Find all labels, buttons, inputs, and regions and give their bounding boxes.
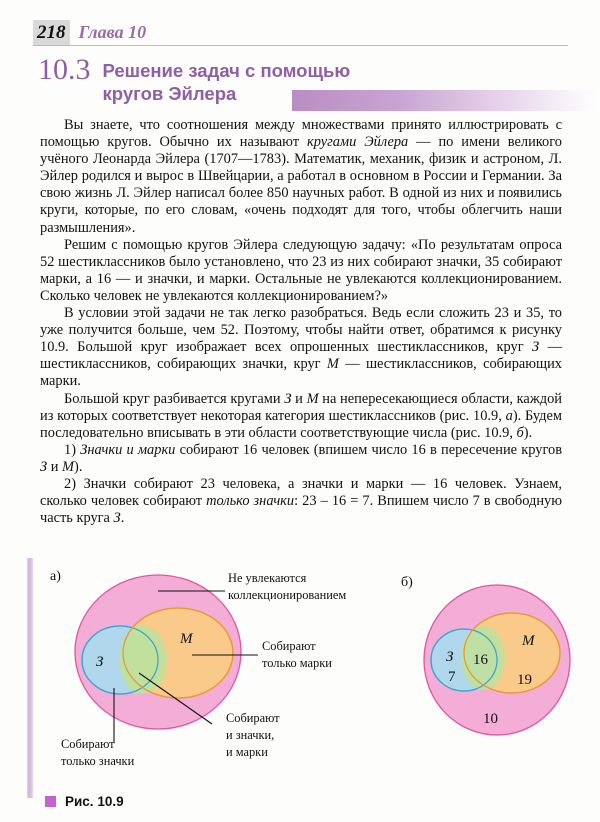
set-z-label-b: З [446,649,454,665]
list-item-1-part2: собирают 16 человек (впишем число 16 в п… [175,441,562,458]
list-item-1: 1) Значки и марки собирают 16 человек (в… [40,442,562,476]
callout-not-collecting-line2: коллекционированием [228,588,346,602]
callout-not-collecting-line1: Не увлекаются [228,571,307,585]
figure-caption: Рис. 10.9 [45,794,124,809]
list-item-1-number: 1) [64,441,81,458]
set-m-circle-b-outline [463,612,561,694]
set-m-circle-a-outline [122,607,234,699]
set-label-z-inline-4: З [113,510,121,527]
section-number: 10.3 [38,53,91,86]
paragraph-explanation-part2: — шестиклассников, собирающих значки, кр… [40,339,562,373]
leader-both [138,672,213,725]
panel-a-label: а) [50,569,61,584]
figure-ref-b: б [516,424,524,441]
venn-diagrams: а) З М Не увлека [50,569,571,768]
set-z-circle-b-outline [430,628,498,692]
paragraph-intro: Вы знаете, что соотношения между множест… [40,117,562,237]
figure-ref-a: а [505,407,513,424]
list-item-2-part1: 2) Значки собирают 23 человека, а значки… [40,475,562,510]
section-title-line2: кругов Эйлера [102,83,237,104]
paragraph-regions-part3: на непересекающиеся области, каждой из к… [40,390,562,424]
paragraph-regions: Большой круг разбивается кругами З и М н… [40,391,562,442]
section-heading: 10.3 Решение задач с помощью кругов Эйле… [38,55,350,105]
paragraph-regions-part5: ). [523,424,533,441]
list-item-1-part3: и [47,458,63,475]
venn-panel-a: а) З М Не увлека [50,569,346,768]
callout-both-line3: и марки [226,745,268,759]
set-label-m-inline-1: М [326,356,339,373]
paragraph-explanation: В условии этой задачи не так легко разоб… [40,305,562,390]
panel-b-label: б) [401,575,413,590]
set-m-label-a: М [179,631,194,647]
section-title-line1: Решение задач с помощью [102,60,351,81]
paragraph-explanation-part1: В условии этой задачи не так легко разоб… [40,305,562,356]
callout-both-line1: Собирают [226,711,280,725]
count-none: 10 [483,711,498,727]
list-item-1-emphasis: Значки и марки [80,441,176,458]
set-z-label-a: З [96,654,104,670]
body-text: Вы знаете, что соотношения между множест… [40,117,562,527]
set-label-z-inline-2: З [284,390,292,407]
set-label-z-inline-3: З [40,458,48,475]
list-item-2-part3: . [120,510,125,527]
list-item-1-part4: ). [74,458,83,475]
list-item-2-emphasis: только значки [206,493,295,510]
callout-both-line2: и значки, [226,728,274,742]
callout-only-stamps-line2: только марки [262,656,332,670]
figure-10-9: а) З М Не увлека [0,556,600,822]
set-label-m-inline-2: М [306,390,319,407]
paragraph-regions-part1: Большой круг разбивается кругами [64,390,285,407]
section-title: Решение задач с помощью кругов Эйлера [103,55,351,105]
paragraph-intro-part2: — по имени великого учёного Леонарда Эйл… [40,134,562,236]
venn-panel-b: б) М З 7 16 19 10 [401,575,571,736]
paragraph-intro-part1: Вы знаете, что соотношения между множест… [40,117,562,151]
paragraph-explanation-part3: — шестиклассников, собирающих марки. [40,356,563,390]
figure-caption-text: Рис. 10.9 [65,794,124,809]
term-euler-circles: кругами Эйлера [306,134,409,151]
chapter-label: Глава 10 [78,22,147,42]
paragraph-problem: Решим с помощью кругов Эйлера следующую … [40,236,562,304]
heading-accent-bar [292,90,600,111]
page-number: 218 [33,20,70,46]
list-item-2: 2) Значки собирают 23 человека, а значки… [40,476,562,527]
figure-side-bar [27,558,33,798]
header-divider [33,45,568,46]
running-head: 218 Глава 10 [33,20,146,46]
list-item-2-part2: : 23 – 16 = 7. Впишем число 7 в свободну… [40,493,562,527]
figure-caption-bullet [45,796,56,807]
callout-only-badges-line2: только значки [61,754,135,768]
callout-only-badges-line1: Собирают [61,737,115,751]
count-only-stamps: 19 [517,672,532,688]
set-z-circle-a-outline [81,625,159,695]
paragraph-regions-part2: и [291,390,307,407]
count-both: 16 [473,652,489,668]
set-label-z-inline-1: З [532,339,540,356]
count-only-badges: 7 [448,669,456,685]
callout-only-stamps-line1: Собирают [262,639,316,653]
set-label-m-inline-3: М [62,458,75,475]
paragraph-regions-part4: ). Будем последовательно вписывать в эти… [40,407,562,441]
set-m-label-b: М [521,633,536,649]
